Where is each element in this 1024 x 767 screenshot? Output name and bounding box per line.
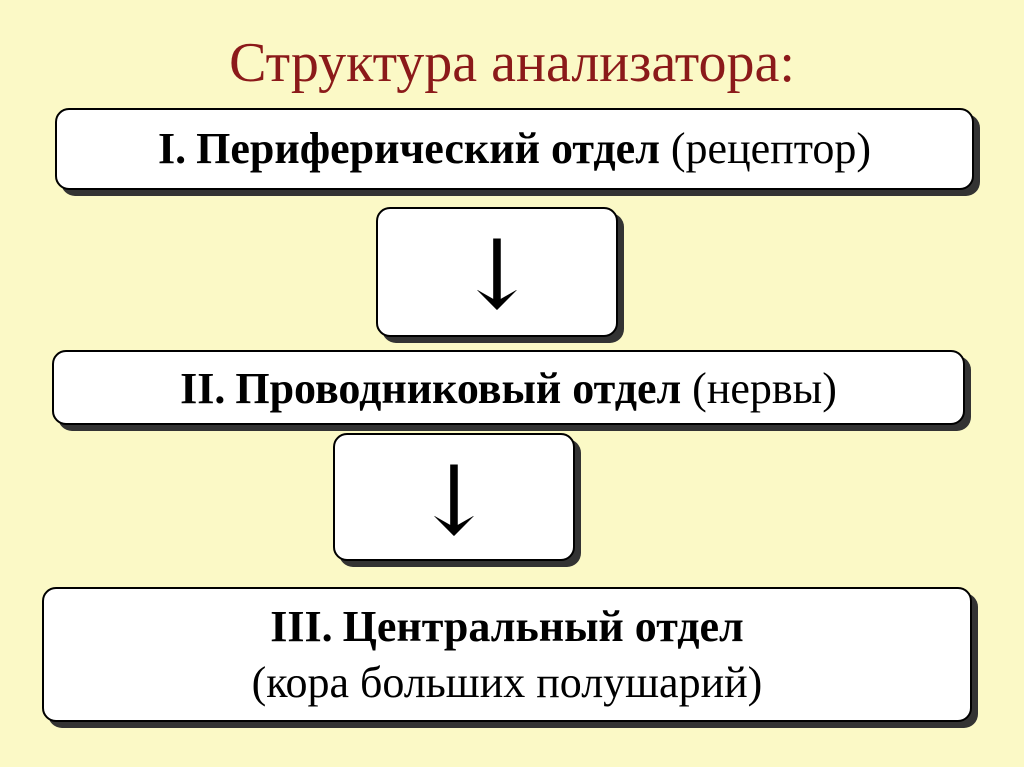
section-detail: (кора больших полушарий) bbox=[251, 658, 763, 707]
central-section-line: III.Центральный отдел bbox=[44, 603, 970, 651]
down-arrow-icon: ↓ bbox=[413, 445, 495, 557]
section-numeral: I. bbox=[158, 124, 187, 173]
central-section-box: III.Центральный отдел (кора больших полу… bbox=[42, 587, 972, 722]
diagram-title: Структура анализатора: bbox=[229, 32, 795, 94]
peripheral-section-line: I.Периферический отдел (рецептор) bbox=[57, 125, 972, 173]
section-name: Центральный отдел bbox=[342, 602, 744, 651]
section-detail: (нервы) bbox=[692, 364, 837, 413]
central-section-detail-line: (кора больших полушарий) bbox=[44, 659, 970, 707]
section-numeral: II. bbox=[180, 364, 226, 413]
peripheral-section-box: I.Периферический отдел (рецептор) bbox=[55, 108, 974, 190]
section-name: Периферический отдел bbox=[196, 124, 660, 173]
conductive-section-box: II.Проводниковый отдел (нервы) bbox=[52, 350, 965, 425]
conductive-section-line: II.Проводниковый отдел (нервы) bbox=[54, 365, 963, 413]
down-arrow-icon: ↓ bbox=[456, 219, 538, 331]
arrow-box: ↓ bbox=[376, 207, 618, 337]
section-numeral: III. bbox=[270, 602, 333, 651]
section-name: Проводниковый отдел bbox=[235, 364, 682, 413]
arrow-box: ↓ bbox=[333, 433, 575, 561]
section-detail: (рецептор) bbox=[670, 124, 871, 173]
